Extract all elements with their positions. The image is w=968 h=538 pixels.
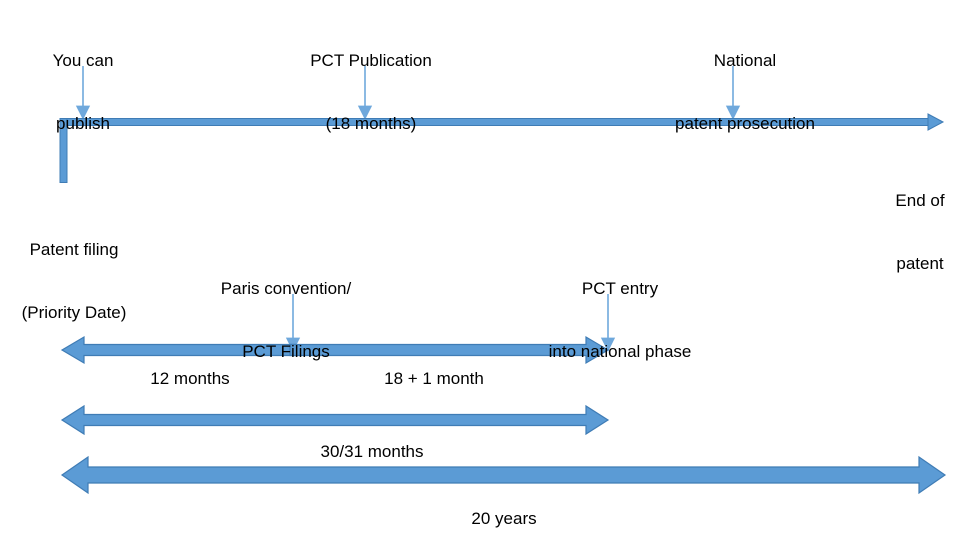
- label-end-of-patent: End of patent: [895, 148, 944, 316]
- paris-convention-line2: PCT Filings: [242, 342, 330, 361]
- end-of-patent-line1: End of: [895, 191, 945, 210]
- callout-arrow-you-can-publish: [75, 66, 91, 120]
- callout-label-pct-entry: PCT entry into national phase: [549, 236, 692, 404]
- end-of-patent-line2: patent: [896, 254, 944, 273]
- callout-arrow-national-prosecution: [725, 66, 741, 120]
- priority-date-tick: [59, 118, 68, 183]
- callout-label-line2: patent prosecution: [675, 114, 815, 133]
- measure-bar-eighteen-plus-one-month: [289, 335, 610, 365]
- callout-label-line1: National: [713, 51, 777, 70]
- measure-bar-twenty-years: [60, 455, 947, 495]
- callout-label-paris-convention: Paris convention/ PCT Filings: [221, 236, 351, 404]
- callout-arrow-pct-publication: [357, 66, 373, 120]
- callout-arrow-pct-entry: [600, 294, 616, 352]
- pct-entry-line2: into national phase: [548, 342, 692, 361]
- callout-label-line1: PCT Publication: [310, 51, 432, 70]
- measure-label-twenty-years: 20 years: [471, 509, 537, 528]
- measure-bar-thirty-thirtyone-months: [60, 404, 610, 436]
- callout-label-line2: (18 months): [325, 114, 417, 133]
- patent-filing-line1: Patent filing: [29, 240, 119, 259]
- measure-label-thirty-thirtyone-months: 30/31 months: [320, 442, 424, 461]
- callout-label-line1: You can: [52, 51, 114, 70]
- pct-entry-line1: PCT entry: [581, 279, 659, 298]
- measure-label-eighteen-plus-one-month: 18 + 1 month: [384, 369, 484, 388]
- callout-label-line2: publish: [56, 114, 110, 133]
- paris-convention-line1: Paris convention/: [220, 279, 352, 298]
- callout-label-national-prosecution: National patent prosecution: [675, 8, 815, 176]
- measure-label-twelve-months: 12 months: [150, 369, 230, 388]
- callout-label-pct-publication: PCT Publication (18 months): [310, 8, 432, 176]
- callout-label-you-can-publish: You can publish: [53, 8, 114, 176]
- label-patent-filing-priority-date: Patent filing (Priority Date): [22, 197, 127, 365]
- patent-filing-line2: (Priority Date): [21, 303, 127, 322]
